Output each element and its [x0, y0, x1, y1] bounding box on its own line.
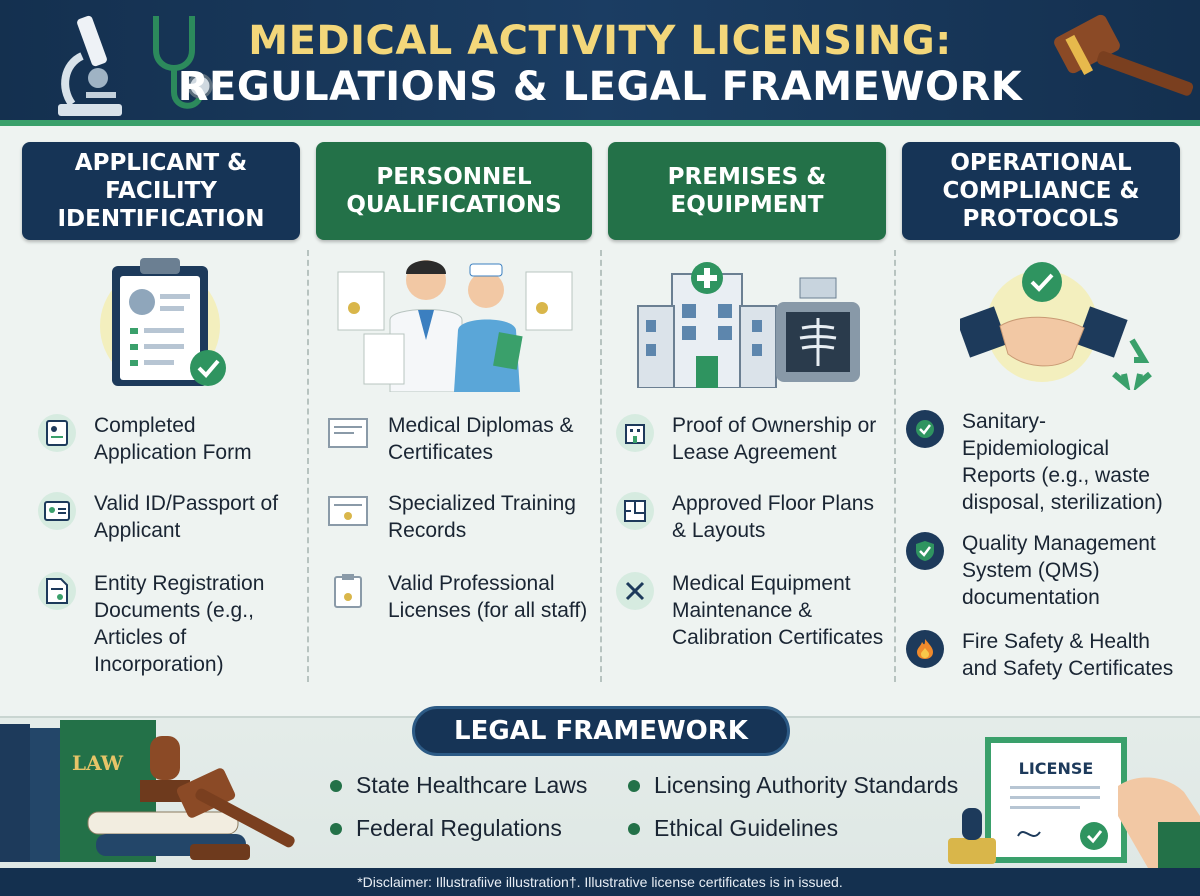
certificate-icon [326, 414, 370, 452]
bullet-dot [628, 779, 640, 792]
list-item: Medical Diplomas & Certificates [326, 412, 594, 466]
item-text: Valid Professional Licenses (for all sta… [388, 572, 588, 622]
list-item: Quality Management System (QMS) document… [906, 530, 1186, 611]
item-text: Valid ID/Passport of Applicant [94, 492, 279, 542]
clipboard-icon [100, 258, 226, 386]
list-item: Medical Equipment Maintenance & Calibrat… [616, 570, 886, 651]
check-icon [906, 410, 944, 448]
item-text: Sanitary-Epidemiological Reports (e.g., … [962, 410, 1163, 514]
list-item: Entity Registration Documents (e.g., Art… [38, 570, 300, 678]
header-banner: MEDICAL ACTIVITY LICENSING: REGULATIONS … [0, 0, 1200, 126]
microscope-icon [58, 15, 122, 116]
clipboard-icon [326, 572, 370, 610]
page-title-line1: MEDICAL ACTIVITY LICENSING: [248, 18, 952, 64]
item-text: Medical Equipment Maintenance & Calibrat… [672, 572, 884, 649]
hospital-icon [637, 262, 777, 388]
id-card-icon [38, 492, 76, 530]
law-book-label: LAW [72, 751, 124, 775]
footer-disclaimer: *Disclaimer: Illustrafiive illustration†… [0, 868, 1200, 896]
item-text: Quality Management System (QMS) document… [962, 532, 1156, 609]
column-header-applicant: APPLICANT & FACILITY IDENTIFICATION [22, 142, 300, 240]
list-item: Sanitary-Epidemiological Reports (e.g., … [906, 408, 1186, 516]
item-text: Completed Application Form [94, 414, 252, 464]
item-text: Medical Diplomas & Certificates [388, 414, 574, 464]
legal-item-text: Federal Regulations [356, 815, 562, 841]
item-text: Entity Registration Documents (e.g., Art… [94, 572, 265, 676]
list-item: Approved Floor Plans & Layouts [616, 490, 886, 544]
item-text: Approved Floor Plans & Layouts [672, 492, 874, 542]
bullet-dot [330, 779, 342, 792]
column-divider [307, 250, 309, 682]
legal-item-text: Licensing Authority Standards [654, 772, 959, 798]
list-item: Completed Application Form [38, 412, 298, 466]
column-header-operational: OPERATIONAL COMPLIANCE & PROTOCOLS [902, 142, 1180, 240]
column-divider [894, 250, 896, 682]
column-divider [600, 250, 602, 682]
list-item: Specialized Training Records [326, 490, 594, 544]
recycle-icon [1112, 338, 1152, 390]
flame-icon [906, 630, 944, 668]
legal-item: Federal Regulations [330, 815, 562, 842]
xray-icon [776, 277, 860, 382]
gavel-icon [1054, 14, 1194, 96]
list-item: Proof of Ownership or Lease Agreement [616, 412, 894, 466]
legal-item-text: Ethical Guidelines [654, 815, 839, 841]
page-title-line2: REGULATIONS & LEGAL FRAMEWORK [177, 64, 1023, 110]
item-text: Proof of Ownership or Lease Agreement [672, 414, 877, 464]
item-text: Specialized Training Records [388, 492, 576, 542]
legal-item-text: State Healthcare Laws [356, 772, 588, 798]
shield-check-icon [906, 532, 944, 570]
license-certificate-icon: LICENSE [948, 737, 1200, 868]
floorplan-icon [616, 492, 654, 530]
hospital-icon [616, 414, 654, 452]
tools-icon [616, 572, 654, 610]
id-card-icon [38, 414, 76, 452]
law-books-icon: LAW [0, 720, 295, 862]
stethoscope-icon [153, 16, 213, 109]
legal-item: Ethical Guidelines [628, 815, 838, 842]
certificate-icon [326, 492, 370, 530]
list-item: Fire Safety & Health and Safety Certific… [906, 628, 1186, 682]
column-header-premises: PREMISES & EQUIPMENT [608, 142, 886, 240]
column-header-personnel: PERSONNEL QUALIFICATIONS [316, 142, 592, 240]
bullet-dot [628, 822, 640, 835]
document-icon [38, 572, 76, 610]
legal-item: State Healthcare Laws [330, 772, 587, 799]
certificate-label: LICENSE [1019, 759, 1094, 778]
bullet-dot [330, 822, 342, 835]
list-item: Valid ID/Passport of Applicant [38, 490, 298, 544]
handshake-icon [960, 262, 1128, 382]
legal-framework-title: LEGAL FRAMEWORK [412, 706, 790, 756]
list-item: Valid Professional Licenses (for all sta… [326, 570, 594, 624]
legal-item: Licensing Authority Standards [628, 772, 958, 799]
doctor-nurse-icon [337, 260, 573, 392]
item-text: Fire Safety & Health and Safety Certific… [962, 630, 1174, 680]
